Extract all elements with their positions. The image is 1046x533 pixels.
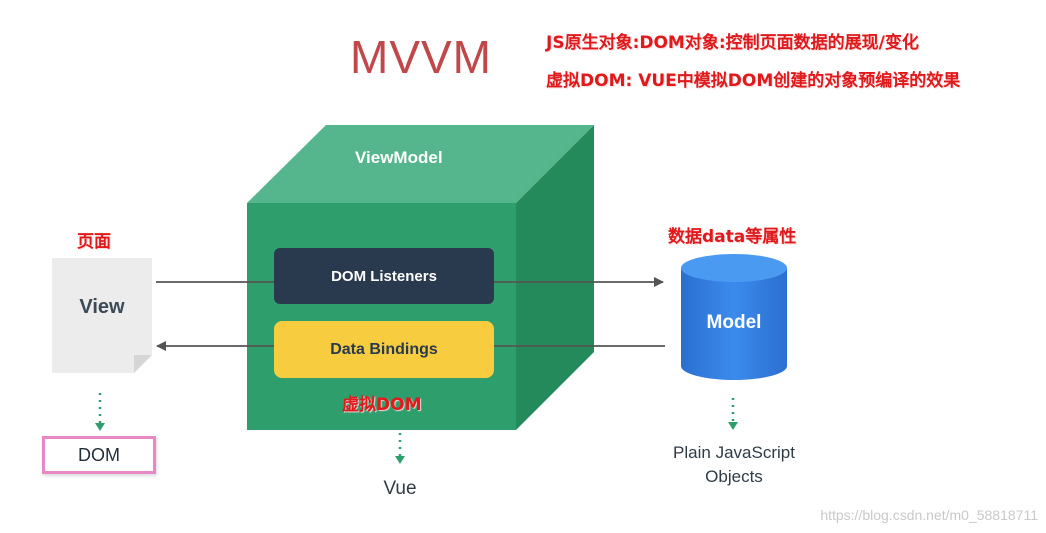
watermark: https://blog.csdn.net/m0_58818711 <box>820 507 1038 523</box>
vue-caption: Vue <box>383 478 417 499</box>
dom-box-label: DOM <box>78 444 120 465</box>
viewmodel-title: ViewModel <box>355 148 443 167</box>
cube-to-vue-arrowhead <box>395 456 405 464</box>
data-bindings-label: Data Bindings <box>330 341 438 358</box>
model-label: Model <box>706 312 762 333</box>
virtual-dom-annotation: 虚拟DOM <box>342 395 422 415</box>
data-bindings-box <box>274 321 494 378</box>
plain-js-line1: Plain JavaScript <box>673 443 795 462</box>
view-label: View <box>79 296 125 318</box>
data-attrs-annotation: 数据data等属性 <box>668 227 797 247</box>
virtual-dom-description: 虚拟DOM: VUE中模拟DOM创建的对象预编译的效果 <box>546 71 961 91</box>
cube-side-face <box>516 125 594 430</box>
cube-top-face <box>247 125 594 203</box>
viewmodel-cube <box>247 125 594 430</box>
js-native-annotation: JS原生对象:DOM对象:控制页面数据的展现/变化 <box>546 33 919 53</box>
dom-listeners-label: DOM Listeners <box>331 268 437 285</box>
dom-listeners-box <box>274 248 494 304</box>
plain-js-line2: Objects <box>705 467 763 486</box>
diagram-title: MVVM <box>350 31 492 83</box>
view-document <box>52 258 152 373</box>
model-to-objects-arrowhead <box>728 422 738 430</box>
plain-js-objects-caption: Plain JavaScript Objects <box>652 441 816 489</box>
cube-front-face <box>247 203 516 430</box>
view-to-dom-arrowhead <box>95 423 105 431</box>
model-cylinder <box>681 254 787 380</box>
page-annotation: 页面 <box>77 232 111 252</box>
dom-box: DOM <box>42 436 156 474</box>
